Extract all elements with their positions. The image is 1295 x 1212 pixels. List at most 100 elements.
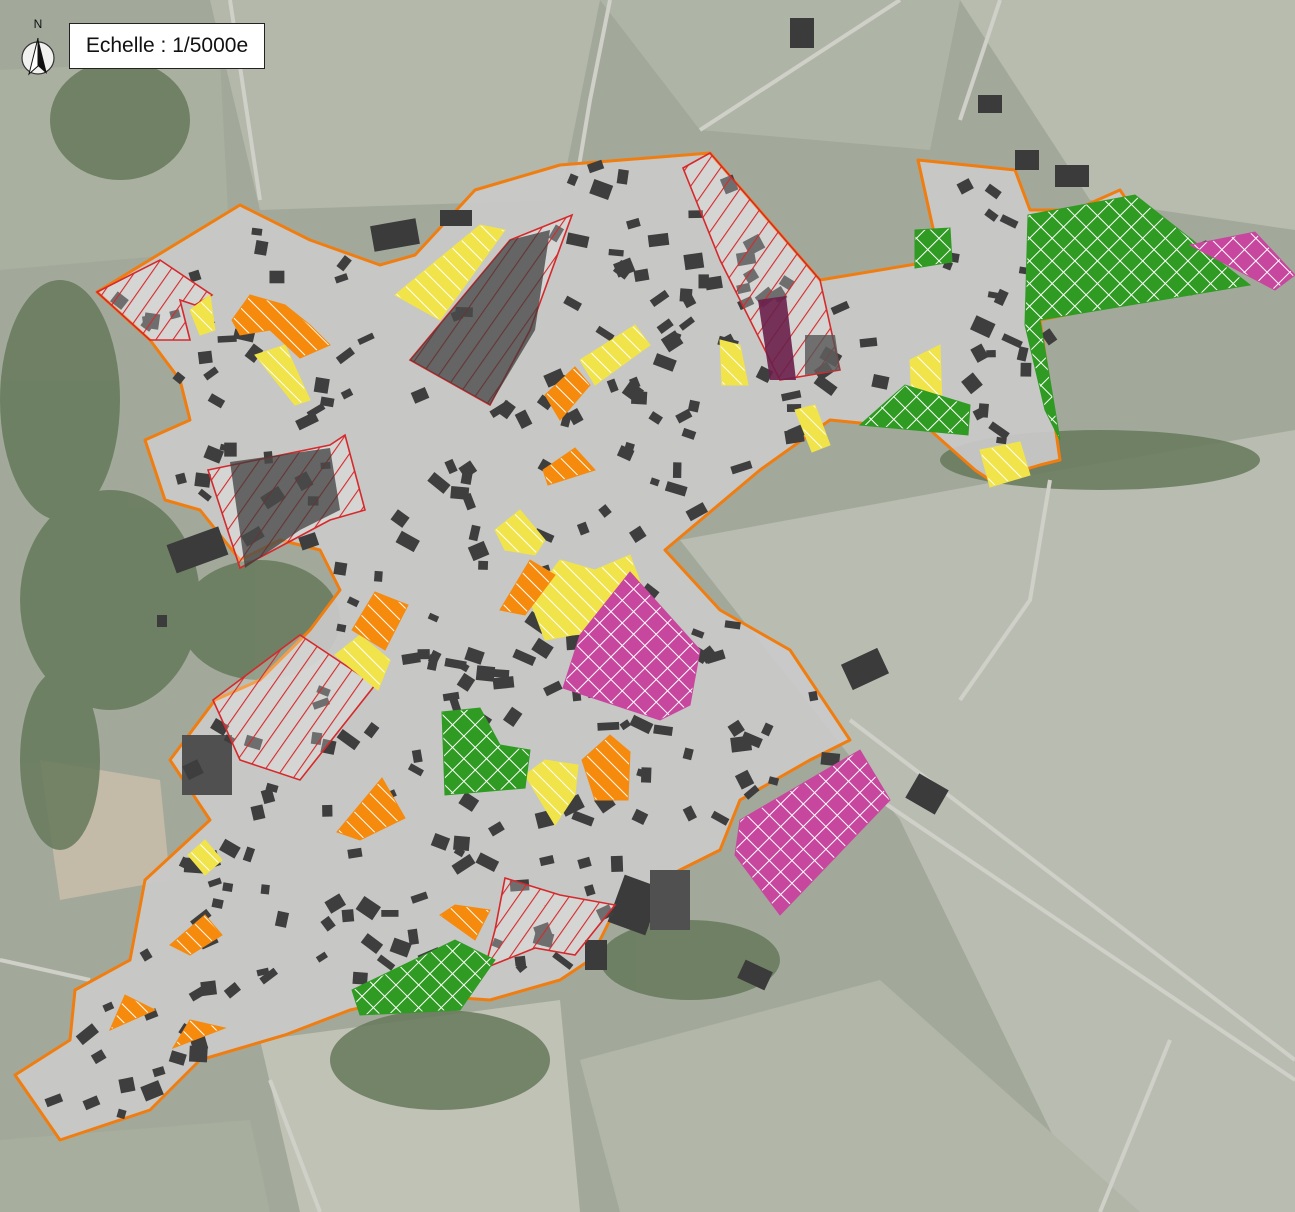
building [734, 769, 755, 790]
building [427, 612, 440, 623]
zone-yellow [334, 634, 391, 691]
orange-zones[interactable] [109, 294, 631, 1049]
building [616, 169, 629, 185]
zone-red-hatch [212, 634, 377, 781]
zone-orange [351, 591, 409, 651]
building [613, 257, 636, 278]
building [710, 810, 730, 826]
building [698, 645, 718, 664]
building [577, 856, 592, 870]
building [1001, 333, 1023, 349]
zone-orange [544, 366, 591, 421]
building [410, 891, 429, 904]
building [335, 347, 355, 365]
building [969, 315, 996, 339]
building [515, 961, 528, 973]
building [333, 561, 348, 576]
zone-yellow [979, 441, 1031, 488]
building [444, 657, 467, 670]
building [118, 1076, 136, 1094]
building [626, 217, 641, 230]
building [629, 525, 647, 543]
building [259, 967, 279, 985]
building [467, 540, 490, 562]
building [740, 731, 763, 749]
building [363, 722, 380, 739]
building [336, 623, 347, 633]
building [512, 648, 537, 667]
scale-label: Echelle : 1/5000e [69, 23, 265, 69]
building [102, 1001, 115, 1013]
building [90, 1049, 107, 1065]
building [197, 350, 213, 365]
building [653, 724, 674, 737]
zone-orange [231, 294, 331, 359]
zone-orange [109, 994, 157, 1031]
building [242, 846, 256, 863]
building [451, 853, 476, 875]
building [82, 1095, 101, 1111]
building [652, 353, 677, 372]
building [565, 232, 590, 249]
building [993, 288, 1009, 307]
building [584, 884, 596, 897]
building [250, 804, 266, 821]
building [576, 521, 590, 536]
building [567, 408, 584, 426]
building [322, 804, 333, 817]
building [336, 728, 361, 751]
building [448, 695, 462, 713]
building [704, 275, 723, 291]
building [260, 884, 270, 895]
building [194, 472, 211, 488]
building [972, 407, 986, 421]
building [352, 971, 368, 985]
building [647, 232, 670, 248]
building [224, 442, 237, 457]
zone-yellow [254, 344, 311, 406]
building [487, 821, 505, 837]
building [1016, 346, 1029, 362]
building [685, 502, 708, 522]
building [269, 270, 285, 284]
building [140, 1080, 164, 1102]
building [407, 763, 424, 777]
building [610, 855, 624, 872]
building [970, 343, 989, 363]
zone-green [351, 939, 496, 1016]
building [563, 295, 582, 312]
building [210, 717, 230, 736]
zone-magenta [734, 749, 891, 916]
building [687, 399, 700, 413]
building [426, 654, 439, 671]
building [543, 368, 566, 388]
building [320, 396, 335, 408]
buildings-layer [157, 18, 1089, 991]
magenta-zones[interactable] [562, 231, 1295, 916]
building [407, 928, 420, 945]
building [341, 909, 355, 923]
building [188, 983, 211, 1002]
building [315, 951, 329, 963]
building [143, 1008, 159, 1021]
zone-magenta [562, 571, 701, 721]
building [675, 408, 693, 424]
building [334, 273, 349, 284]
building [478, 560, 489, 570]
building [355, 896, 381, 921]
building [389, 937, 412, 958]
building [188, 269, 202, 283]
building [984, 183, 1002, 200]
building [320, 915, 336, 932]
building [207, 393, 226, 409]
building [172, 371, 186, 385]
building [536, 394, 554, 411]
building [274, 910, 290, 928]
building [984, 208, 999, 222]
building [781, 390, 802, 402]
green-zones[interactable] [351, 194, 1252, 1016]
zone-yellow [524, 759, 579, 826]
zone-yellow [189, 294, 216, 336]
